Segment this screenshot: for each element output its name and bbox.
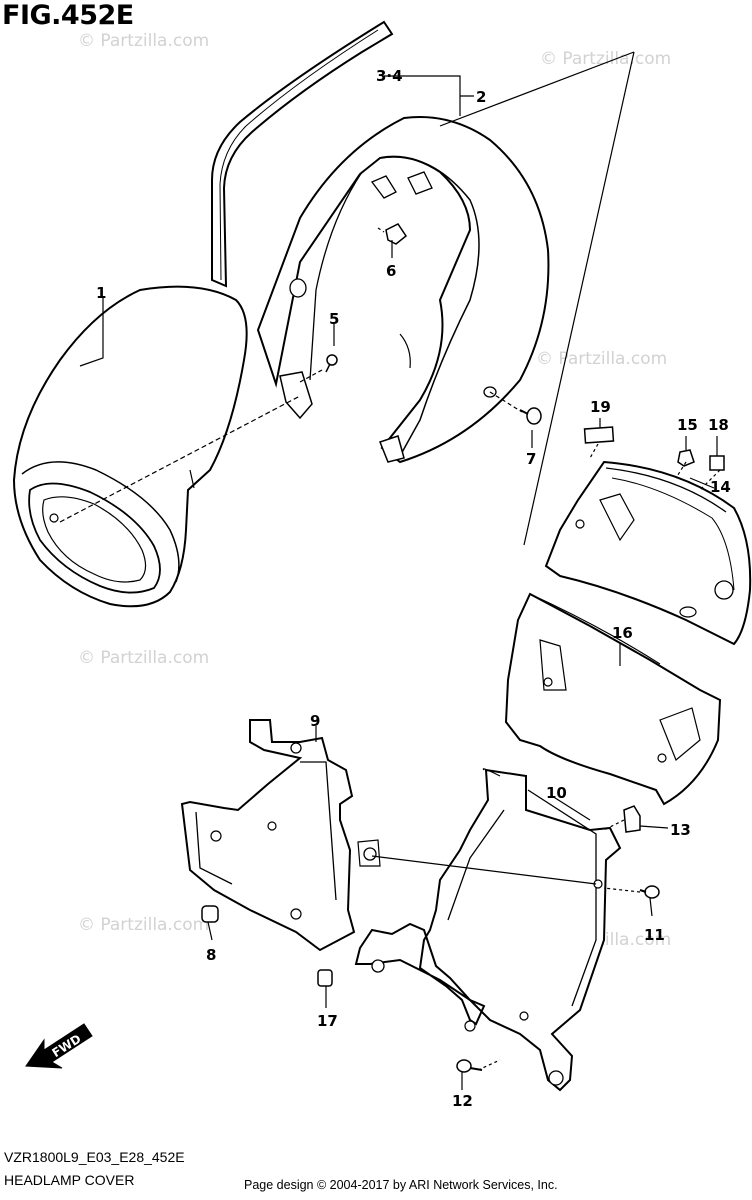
copyright-notice: Page design © 2004-2017 by ARI Network S… xyxy=(244,1178,558,1192)
watermark-text: © Partzilla.com xyxy=(536,349,667,369)
upper-cowl-part-2 xyxy=(256,115,550,464)
figure-title: FIG.452E xyxy=(2,0,134,31)
callout-11: 11 xyxy=(644,926,665,944)
callout-18: 18 xyxy=(708,416,729,434)
figure-subtitle: HEADLAMP COVER xyxy=(4,1172,135,1188)
callout-17: 17 xyxy=(317,1012,338,1030)
bracket-part-10 xyxy=(354,768,622,1092)
callout-12: 12 xyxy=(452,1092,473,1110)
headlamp-housing-part-1 xyxy=(12,285,248,608)
callout-14: 14 xyxy=(710,478,731,496)
lower-panel-part-16 xyxy=(504,592,722,806)
callout-9: 9 xyxy=(310,712,320,730)
callout-16: 16 xyxy=(612,624,633,642)
leader-lines xyxy=(59,51,721,1090)
screw-part-7 xyxy=(519,407,542,425)
bracket-part-9 xyxy=(180,719,381,952)
watermark-text: © Partzilla.com xyxy=(78,915,209,935)
bolt-part-5 xyxy=(325,354,338,373)
bolt-part-12 xyxy=(456,1059,483,1073)
callout-labels: 1 2 3·4 5 6 7 8 9 10 11 12 13 14 15 16 1… xyxy=(96,67,731,1110)
nut-part-15 xyxy=(677,449,695,467)
grommet-part-8 xyxy=(201,905,219,923)
pin-part-13 xyxy=(623,805,641,833)
grommet-part-19 xyxy=(583,426,615,444)
callout-7: 7 xyxy=(526,450,536,468)
watermark-text: © Partzilla.com xyxy=(540,49,671,69)
watermark-text: © Partzilla.com xyxy=(78,648,209,668)
grommet-part-17 xyxy=(317,969,333,987)
trim-strip-part-3-4 xyxy=(211,20,394,288)
clip-part-6 xyxy=(385,223,408,245)
callout-10: 10 xyxy=(546,784,567,802)
figure-code: VZR1800L9_E03_E28_452E xyxy=(4,1149,185,1165)
callout-2: 2 xyxy=(476,88,486,106)
callout-19: 19 xyxy=(590,398,611,416)
forward-arrow: FWD xyxy=(25,1023,93,1069)
inner-panel-part-14 xyxy=(544,460,752,646)
callout-1: 1 xyxy=(96,284,106,302)
callout-3-4: 3·4 xyxy=(376,67,403,85)
watermark-text: © Partzilla.com xyxy=(78,31,209,51)
callout-13: 13 xyxy=(670,821,691,839)
callout-5: 5 xyxy=(329,310,339,328)
callout-15: 15 xyxy=(677,416,698,434)
callout-6: 6 xyxy=(386,262,396,280)
callout-8: 8 xyxy=(206,946,216,964)
bolt-part-11 xyxy=(639,885,660,899)
nut-part-18 xyxy=(709,455,725,471)
